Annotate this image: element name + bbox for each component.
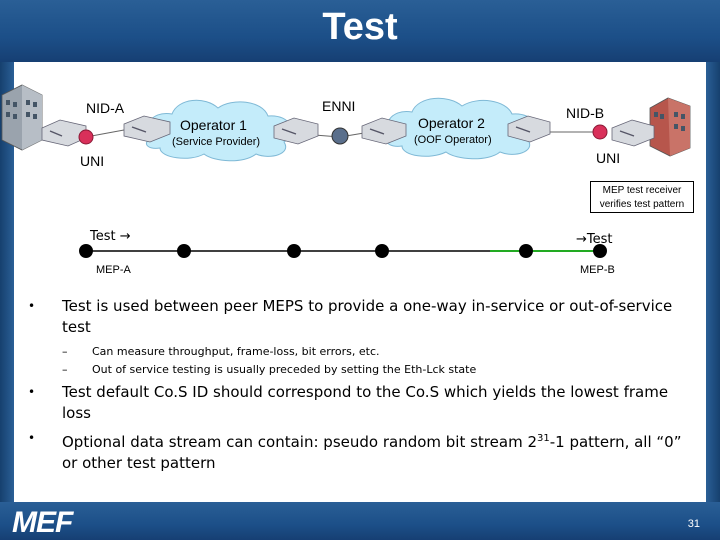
mep-a-label: MEP-A	[96, 264, 132, 276]
nid-b-label: NID-B	[566, 105, 604, 121]
mep-b-label: MEP-B	[580, 264, 615, 276]
network-diagram: NID-A Operator 1 (Service Provider) ENNI…	[0, 62, 720, 292]
sub-bullet-dash: –	[62, 344, 68, 359]
switch-icon	[612, 120, 654, 146]
operator1-label: Operator 1	[180, 117, 247, 133]
bullet-text: Optional data stream can contain: pseudo…	[62, 428, 688, 474]
bullet-text: Test is used between peer MEPS to provid…	[62, 296, 688, 338]
uni-right-label: UNI	[596, 150, 620, 166]
footer-bar	[0, 502, 720, 540]
building-left-icon	[2, 85, 42, 150]
sub-bullet-dash: –	[62, 362, 68, 377]
mip-node	[519, 244, 533, 258]
sub-bullet-text: Out of service testing is usually preced…	[92, 362, 476, 377]
operator2-sub-label: (OOF Operator)	[414, 134, 492, 146]
enni-node	[332, 128, 348, 144]
switch-icon	[42, 120, 86, 146]
sub-bullet-text: Can measure throughput, frame-loss, bit …	[92, 344, 380, 359]
nid-a-label: NID-A	[86, 100, 125, 116]
mip-node	[287, 244, 301, 258]
uni-left-label: UNI	[80, 153, 104, 169]
bullet-dot: •	[28, 428, 44, 449]
test-send-label: Test →	[89, 229, 131, 244]
bullet-dot: •	[28, 296, 44, 317]
mip-node	[375, 244, 389, 258]
operator2-label: Operator 2	[418, 115, 485, 131]
uni-node-right	[593, 125, 607, 139]
mef-logo: MEF	[12, 506, 72, 540]
bullet-text-part: Optional data stream can contain: pseudo…	[62, 433, 537, 451]
note-line: verifies test pattern	[591, 198, 693, 212]
bullet-dot: •	[28, 382, 44, 403]
mep-a-node	[79, 244, 93, 258]
enni-label: ENNI	[322, 98, 355, 114]
note-line: MEP test receiver	[591, 184, 693, 198]
uni-node-left	[79, 130, 93, 144]
test-receive-label: →Test	[576, 232, 613, 247]
mep-receiver-note: MEP test receiver verifies test pattern	[590, 181, 694, 213]
page-number: 31	[688, 518, 700, 530]
bullet-text: Test default Co.S ID should correspond t…	[62, 382, 688, 424]
mip-node	[177, 244, 191, 258]
building-right-icon	[650, 98, 690, 156]
exponent: 31	[537, 433, 550, 444]
slide-title: Test	[0, 6, 720, 49]
operator1-sub-label: (Service Provider)	[172, 136, 260, 148]
